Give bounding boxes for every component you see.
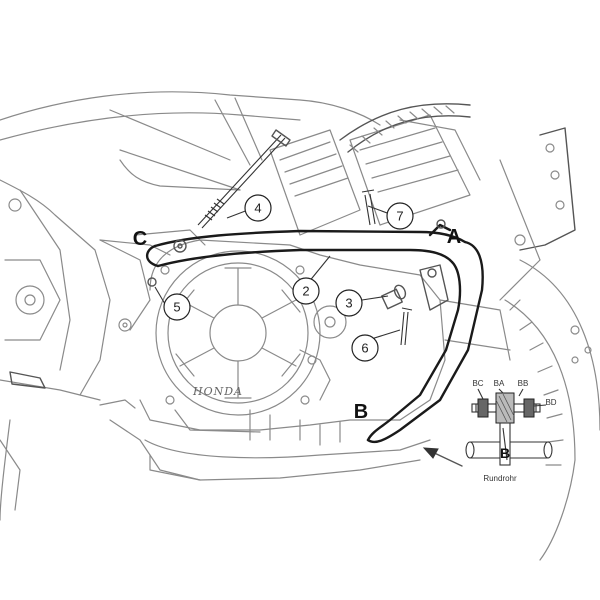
callout-3-label: 3 [345,296,352,311]
motorcycle-sketch [0,91,600,561]
leader-lines [154,205,401,341]
mount-point-A: A [447,226,461,248]
callout-5: 5 [163,293,191,321]
mount-point-B: B [354,401,368,423]
callout-3: 3 [335,289,363,317]
callout-7-label: 7 [396,209,403,224]
long-bolt [197,129,291,229]
detail-letter-B: B [500,445,510,461]
bolt-part [400,307,413,346]
small-bolt [361,189,376,226]
callout-5-label: 5 [173,300,180,315]
detail-caption: Rundrohr [483,474,517,483]
callout-2-label: 2 [302,284,309,299]
callout-7: 7 [386,202,414,230]
callout-4-label: 4 [254,201,261,216]
brand-text: HONDA [192,385,243,398]
detail-label-BB: BB [518,379,529,388]
engine-guard-bar [145,219,484,444]
callout-6-label: 6 [361,341,368,356]
callout-2: 2 [292,277,320,305]
arrow-icon [422,447,463,467]
detail-label-BA: BA [494,379,505,388]
detail-inset: BC BA BB BD B Rundrohr [465,379,557,483]
detail-label-BD: BD [545,398,556,407]
detail-label-BC: BC [472,379,483,388]
spacer-part [381,284,407,310]
mount-point-C: C [133,228,147,250]
callout-6: 6 [351,334,379,362]
callout-4: 4 [244,194,272,222]
